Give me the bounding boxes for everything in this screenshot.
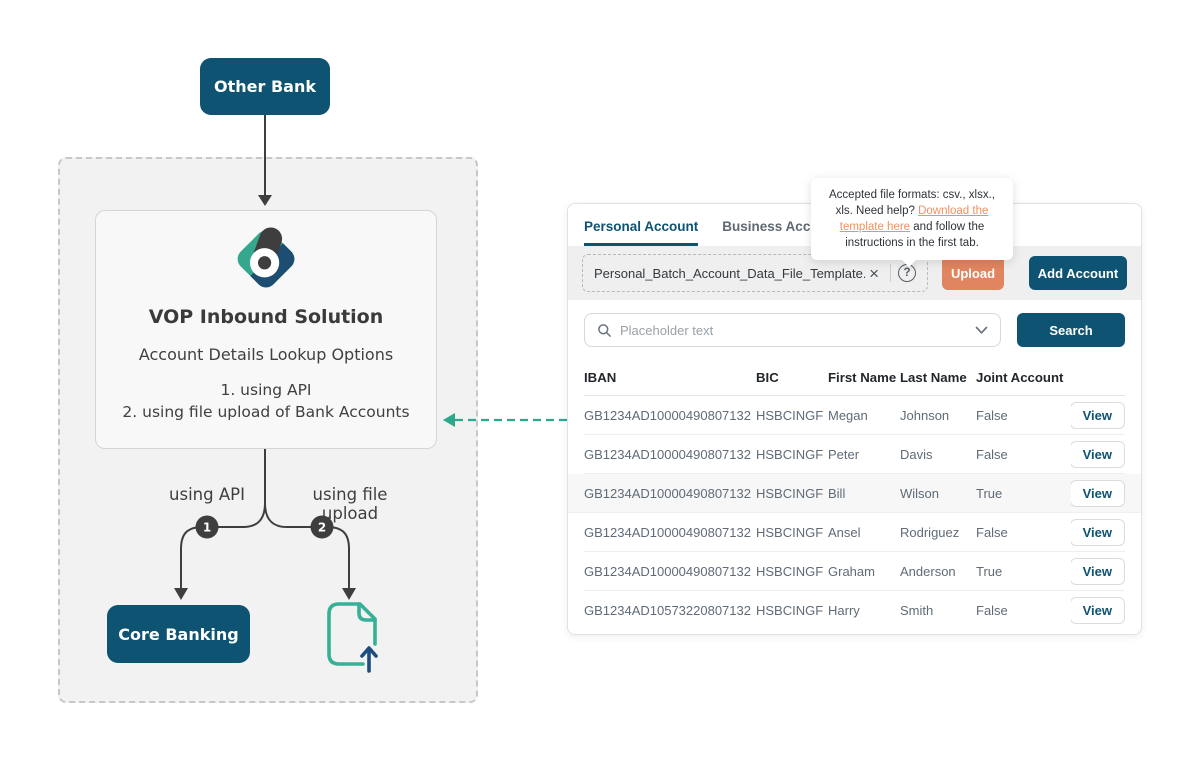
tab-personal-account[interactable]: Personal Account <box>584 207 699 246</box>
cell-joint-account: False <box>976 603 1008 618</box>
add-account-button[interactable]: Add Account <box>1029 256 1127 290</box>
table-row: GB1234AD10000490807132 HSBCINGF Ansel Ro… <box>584 513 1125 552</box>
core-banking-label: Core Banking <box>118 624 239 644</box>
search-input[interactable]: Placeholder text <box>584 313 1001 347</box>
vop-option-2: 2. using file upload of Bank Accounts <box>122 403 410 421</box>
cell-joint-account: False <box>976 446 1008 462</box>
other-bank-node[interactable]: Other Bank <box>200 58 330 115</box>
view-button[interactable]: View <box>1071 557 1125 585</box>
vop-option-1: 1. using API <box>220 381 312 399</box>
column-header-bic: BIC <box>756 370 779 385</box>
cell-bic: HSBCINGF <box>756 603 824 618</box>
cell-iban: GB1234AD10000490807132 <box>584 446 751 462</box>
chip-divider <box>890 264 891 282</box>
cell-iban: GB1234AD10000490807132 <box>584 407 751 423</box>
vop-inbound-solution-node: VOP Inbound Solution Account Details Loo… <box>95 210 437 449</box>
view-button[interactable]: View <box>1071 518 1125 546</box>
cell-last-name: Wilson <box>900 485 940 501</box>
search-icon <box>598 323 611 337</box>
search-placeholder: Placeholder text <box>620 322 714 338</box>
other-bank-label: Other Bank <box>214 77 316 96</box>
selected-file-name: Personal_Batch_Account_Data_File_Templat… <box>594 265 866 281</box>
cell-last-name: Rodriguez <box>900 524 960 540</box>
column-header-iban: IBAN <box>584 370 617 385</box>
cell-last-name: Anderson <box>900 563 956 579</box>
search-row: Placeholder text Search <box>568 300 1141 358</box>
clear-file-icon[interactable]: × <box>869 263 879 283</box>
cell-first-name: Peter <box>828 446 860 462</box>
file-format-tooltip: Accepted file formats: csv., xlsx., xls.… <box>811 178 1013 268</box>
column-header-last-name: Last Name <box>900 370 967 385</box>
cell-first-name: Harry <box>828 603 860 618</box>
table-row: GB1234AD10000490807132 HSBCINGF Bill Wil… <box>568 474 1141 513</box>
view-button[interactable]: View <box>1071 597 1125 624</box>
cell-bic: HSBCINGF <box>756 524 824 540</box>
cell-bic: HSBCINGF <box>756 446 824 462</box>
cell-iban: GB1234AD10000490807132 <box>584 485 751 501</box>
table-body: GB1234AD10000490807132 HSBCINGF Megan Jo… <box>568 396 1141 630</box>
cell-joint-account: True <box>976 563 1003 579</box>
file-upload-icon <box>327 602 378 673</box>
cell-first-name: Ansel <box>828 524 861 540</box>
download-template-link[interactable]: Download the template here <box>839 205 989 233</box>
view-button[interactable]: View <box>1071 479 1125 507</box>
cell-iban: GB1234AD10000490807132 <box>584 563 751 579</box>
cell-joint-account: False <box>976 407 1008 423</box>
cell-joint-account: False <box>976 524 1008 540</box>
cell-first-name: Graham <box>828 563 875 579</box>
chevron-down-icon[interactable] <box>975 326 988 335</box>
tooltip-text-after: and follow the instructions in the first… <box>845 221 985 249</box>
cell-last-name: Johnson <box>900 407 950 423</box>
cell-last-name: Smith <box>900 603 934 618</box>
search-button[interactable]: Search <box>1017 313 1125 347</box>
cell-bic: HSBCINGF <box>756 407 824 423</box>
cell-bic: HSBCINGF <box>756 563 824 579</box>
table-row: GB1234AD10000490807132 HSBCINGF Peter Da… <box>584 435 1125 474</box>
cell-iban: GB1234AD10000490807132 <box>584 524 751 540</box>
account-panel: Personal Account Business Account Person… <box>567 203 1142 635</box>
view-button[interactable]: View <box>1071 401 1125 429</box>
accounts-table: IBAN BIC First Name Last Name Joint Acco… <box>568 358 1141 630</box>
selected-file-chip: Personal_Batch_Account_Data_File_Templat… <box>582 254 928 292</box>
table-row: GB1234AD10573220807132 HSBCINGF Harry Sm… <box>584 591 1125 630</box>
vop-subtitle: Account Details Lookup Options <box>138 345 394 364</box>
column-header-first-name: First Name <box>828 370 897 385</box>
column-header-joint-account: Joint Account <box>976 370 1064 385</box>
brand-logo-icon <box>237 227 295 288</box>
cell-last-name: Davis <box>900 446 933 462</box>
tab-business-account[interactable]: Business Account <box>722 219 840 234</box>
table-row: GB1234AD10000490807132 HSBCINGF Megan Jo… <box>584 396 1125 435</box>
table-header: IBAN BIC First Name Last Name Joint Acco… <box>584 360 1125 396</box>
table-row: GB1234AD10000490807132 HSBCINGF Graham A… <box>584 552 1125 591</box>
branch-label-using-api: using API <box>169 485 245 504</box>
cell-first-name: Megan <box>828 407 868 423</box>
cell-iban: GB1234AD10573220807132 <box>584 603 751 618</box>
branch-label-using-file-upload: using file upload <box>312 485 388 523</box>
vop-title: VOP Inbound Solution <box>148 306 384 328</box>
tooltip-text: Accepted file formats: csv., xlsx., xls.… <box>829 189 995 217</box>
view-button[interactable]: View <box>1071 440 1125 468</box>
cell-joint-account: True <box>976 485 1003 501</box>
upload-button[interactable]: Upload <box>942 256 1004 290</box>
core-banking-node[interactable]: Core Banking <box>107 605 250 663</box>
help-icon[interactable]: ? <box>898 264 916 282</box>
cell-first-name: Bill <box>828 485 846 501</box>
cell-bic: HSBCINGF <box>756 485 824 501</box>
